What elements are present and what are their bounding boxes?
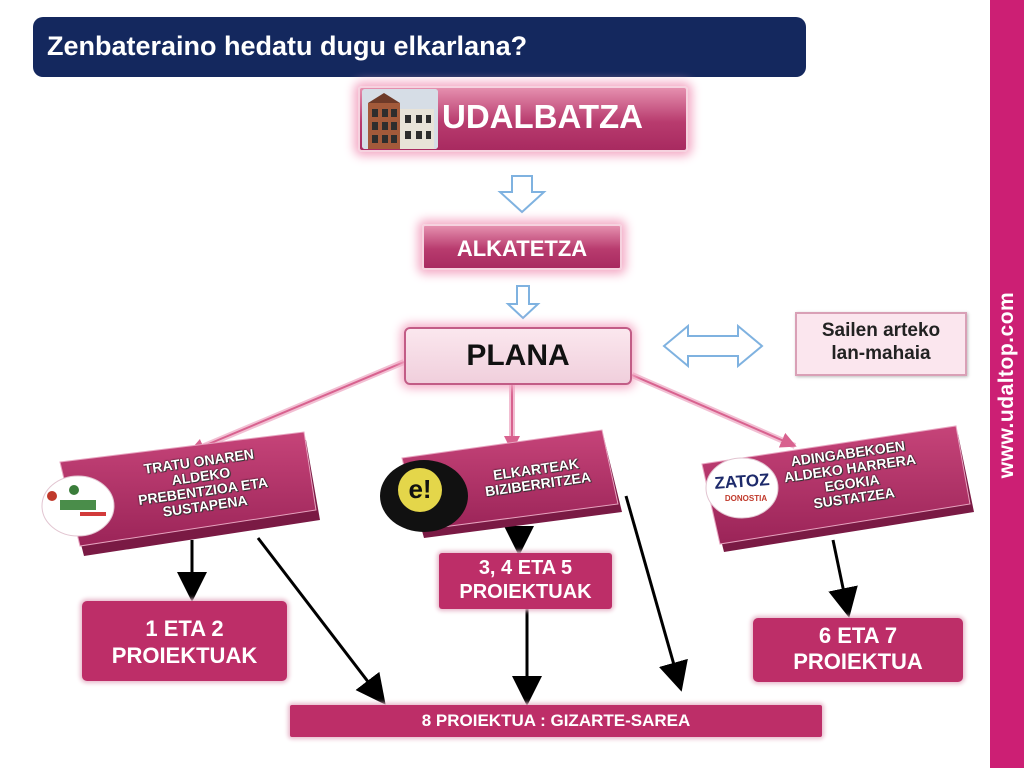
- sailen-line-2: lan-mahaia: [831, 343, 931, 364]
- side-strip: [990, 0, 1024, 768]
- plana-node: PLANA: [404, 327, 632, 385]
- branch-panel-right: [701, 425, 974, 552]
- project-1-2-box: 1 ETA 2 PROIEKTUAK: [82, 601, 287, 681]
- elkarteak-logo-letter: e!: [408, 474, 432, 504]
- arrow-left-to-p8: [256, 537, 386, 705]
- arrow-center-to-p8: [624, 495, 688, 692]
- arrow-plana-right: [631, 374, 797, 448]
- double-arrow-plana-sailen: [662, 323, 764, 369]
- alkatetza-node: ALKATETZA: [422, 224, 622, 270]
- sailen-arteko-node: Sailen arteko lan-mahaia: [795, 312, 967, 376]
- down-arrow-udalbatza-alkatetza: [497, 175, 547, 214]
- sailen-line-1: Sailen arteko: [821, 320, 941, 341]
- branch-panel-left: [41, 431, 320, 556]
- down-arrow-alkatetza-plana: [505, 285, 541, 320]
- project-8-box: 8 PROIEKTUA : GIZARTE-SAREA: [290, 705, 822, 737]
- arrow-right-to-p67: [828, 539, 858, 618]
- town-hall-photo-icon: [362, 89, 438, 149]
- page-title: Zenbateraino hedatu dugu elkarlana?: [33, 17, 806, 77]
- zatoz-logo-sub: DONOSTIA: [724, 494, 768, 503]
- branch-panel-center: [380, 429, 622, 538]
- project-6-7-box: 6 ETA 7 PROIEKTUA: [753, 618, 963, 682]
- arrow-plana-left: [188, 361, 405, 454]
- project-3-4-5-box: 3, 4 ETA 5 PROIEKTUAK: [439, 553, 612, 609]
- udalbatza-label: UDALBATZA: [442, 98, 644, 135]
